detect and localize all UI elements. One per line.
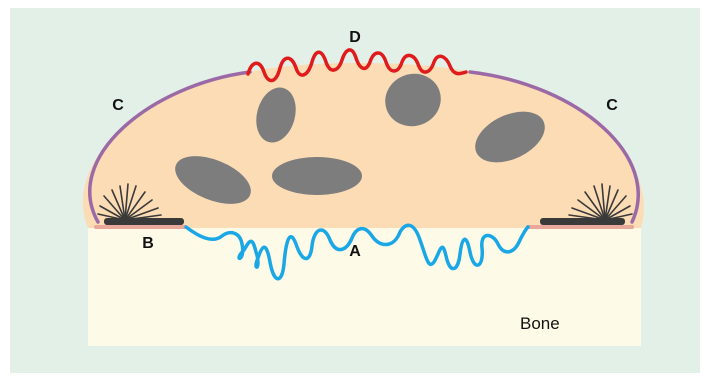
actin-bar-left <box>104 218 184 225</box>
label-a: A <box>349 243 361 260</box>
label-d: D <box>349 29 361 46</box>
label-b: B <box>142 235 154 252</box>
actin-bar-right <box>540 218 625 225</box>
osteoclast-cell-body <box>83 63 644 228</box>
label-c-right: C <box>606 97 618 114</box>
label-c-left: C <box>112 97 124 114</box>
label-bone: Bone <box>520 314 560 333</box>
nucleus <box>272 157 362 195</box>
